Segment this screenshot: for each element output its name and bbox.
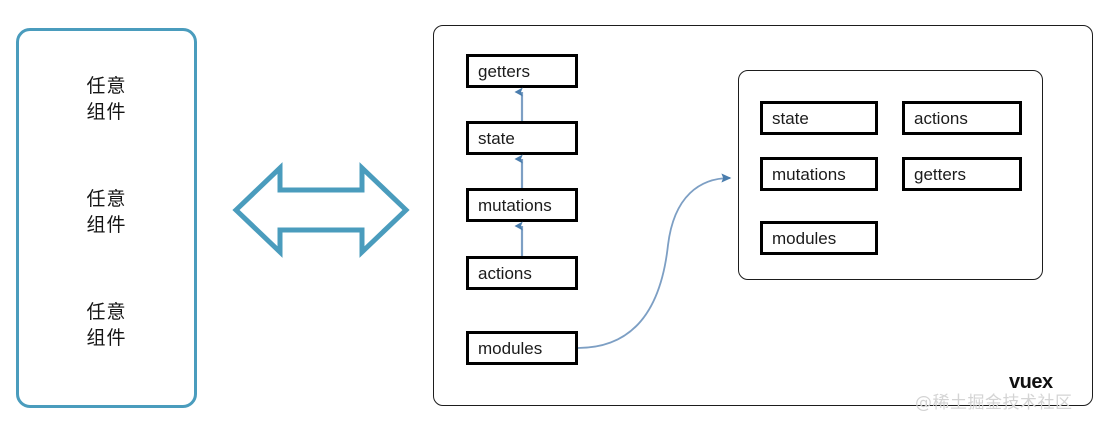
node-label: actions	[478, 263, 532, 283]
node-label: state	[772, 108, 809, 128]
node-mutations[interactable]: mutations	[466, 188, 578, 222]
component-label: 任意 组件	[86, 75, 127, 123]
node-label: state	[478, 128, 515, 148]
node-actions[interactable]: actions	[466, 256, 578, 290]
watermark: @稀土掘金技术社区	[915, 393, 1073, 413]
bidirectional-arrow-icon	[232, 160, 410, 260]
node-label: actions	[914, 108, 968, 128]
node-label: mutations	[772, 164, 846, 184]
module-node-mutations[interactable]: mutations	[760, 157, 878, 191]
arbitrary-components-panel: 任意 组件 任意 组件 任意 组件	[16, 28, 197, 408]
module-node-state[interactable]: state	[760, 101, 878, 135]
module-node-actions[interactable]: actions	[902, 101, 1022, 135]
node-label: modules	[772, 228, 837, 248]
vuex-label: vuex	[1009, 371, 1053, 393]
node-modules[interactable]: modules	[466, 331, 578, 365]
node-label: getters	[478, 61, 530, 81]
component-label: 任意 组件	[86, 301, 127, 349]
node-label: getters	[914, 164, 966, 184]
node-state[interactable]: state	[466, 121, 578, 155]
node-label: modules	[478, 338, 543, 358]
node-label: mutations	[478, 195, 552, 215]
component-label: 任意 组件	[86, 188, 127, 236]
module-node-getters[interactable]: getters	[902, 157, 1022, 191]
node-getters[interactable]: getters	[466, 54, 578, 88]
module-node-modules[interactable]: modules	[760, 221, 878, 255]
